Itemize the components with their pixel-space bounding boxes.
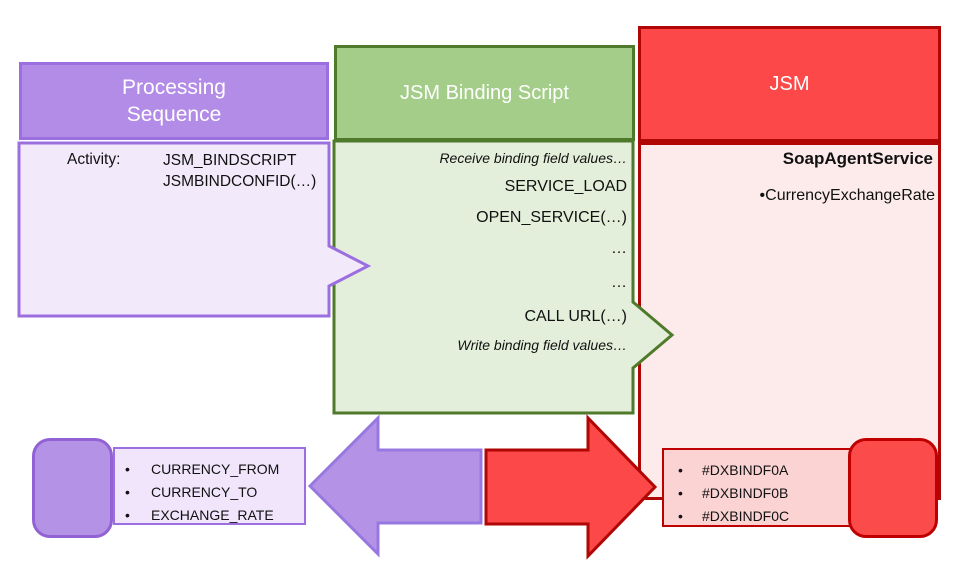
activity-value: JSM_BINDSCRIPT JSMBINDCONFID(…): [163, 151, 316, 192]
bullet-icon: [678, 508, 702, 524]
left-arrow: [307, 414, 483, 558]
bullet-icon: [678, 485, 702, 501]
currency-from-label: CURRENCY_FROM: [151, 460, 280, 477]
binding-script-title: JSM Binding Script: [400, 81, 569, 104]
list-item: EXCHANGE_RATE: [115, 503, 304, 526]
bind-fields-box: #DXBINDF0A #DXBINDF0B #DXBINDF0C: [662, 448, 855, 527]
script-line-call-url: CALL URL(…): [524, 308, 627, 325]
purple-terminator-shape: [32, 438, 113, 538]
list-item: CURRENCY_FROM: [115, 457, 304, 480]
list-item: #DXBINDF0B: [664, 481, 853, 504]
list-item: CURRENCY_TO: [115, 480, 304, 503]
bind-field-b: #DXBINDF0B: [702, 484, 789, 501]
currency-to-label: CURRENCY_TO: [151, 483, 258, 500]
soap-agent-service-label: SoapAgentService: [782, 149, 933, 168]
bind-field-c: #DXBINDF0C: [702, 507, 790, 524]
currency-exchange-rate-label: •CurrencyExchangeRate: [759, 187, 935, 204]
binding-script-header: JSM Binding Script: [334, 45, 635, 141]
red-terminator-shape: [848, 438, 938, 538]
script-line-receive: Receive binding field values…: [439, 150, 627, 166]
processing-header: Processing Sequence: [19, 62, 329, 140]
script-line-ellipsis-2: …: [611, 274, 627, 291]
activity-label: Activity:: [67, 151, 121, 168]
list-item: #DXBINDF0C: [664, 504, 853, 527]
output-fields-box: CURRENCY_FROM CURRENCY_TO EXCHANGE_RATE: [113, 447, 306, 525]
jsm-title: JSM: [769, 72, 810, 95]
bullet-icon: [125, 484, 151, 500]
activity-value-line2: JSMBINDCONFID(…): [163, 172, 317, 190]
processing-title: Processing Sequence: [122, 76, 226, 126]
bind-field-a: #DXBINDF0A: [702, 461, 789, 478]
right-arrow: [484, 414, 658, 560]
bullet-icon: [125, 507, 151, 523]
script-line-service-load: SERVICE_LOAD: [504, 178, 627, 195]
list-item: #DXBINDF0A: [664, 458, 853, 481]
exchange-rate-label: EXCHANGE_RATE: [151, 506, 274, 523]
bullet-icon: [125, 461, 151, 477]
script-line-write: Write binding field values…: [457, 337, 627, 353]
script-line-open-service: OPEN_SERVICE(…): [476, 209, 627, 226]
bullet-icon: [678, 462, 702, 478]
activity-value-line1: JSM_BINDSCRIPT: [163, 152, 297, 169]
script-line-ellipsis-1: …: [611, 240, 627, 257]
jsm-header: JSM: [638, 26, 941, 142]
